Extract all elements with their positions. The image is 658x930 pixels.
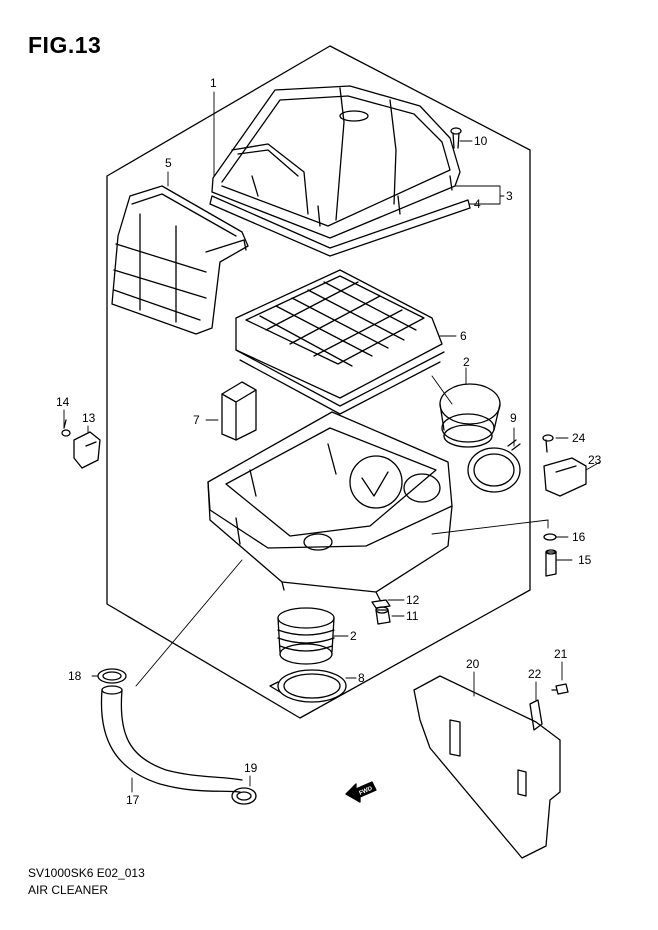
callout-12: 12 — [406, 593, 420, 607]
callout-2-upper: 2 — [463, 355, 470, 369]
screw-part-10 — [450, 127, 462, 149]
callout-4: 4 — [474, 197, 481, 211]
callout-20: 20 — [466, 657, 480, 671]
connector-hose-lower — [277, 607, 335, 665]
callout-5: 5 — [165, 156, 172, 170]
callout-21: 21 — [554, 647, 568, 661]
callout-19: 19 — [244, 761, 258, 775]
callout-10: 10 — [474, 134, 488, 148]
figure-title: FIG.13 — [28, 32, 102, 58]
callout-7: 7 — [193, 413, 200, 427]
foam-block-part-7 — [221, 381, 257, 441]
washer-part-16 — [543, 533, 557, 541]
plug-part-11 — [375, 606, 391, 625]
callout-15: 15 — [578, 553, 592, 567]
callout-22: 22 — [528, 667, 542, 681]
air-cleaner-case — [207, 411, 453, 601]
air-filter-element — [235, 269, 445, 415]
callout-24: 24 — [572, 431, 586, 445]
callout-11: 11 — [406, 609, 419, 623]
clamp-part-19 — [231, 787, 257, 805]
sensor-part-13 — [73, 431, 101, 469]
leader-lines — [63, 91, 601, 793]
assembly-boundary — [106, 45, 531, 719]
callout-3: 3 — [506, 189, 513, 203]
forward-direction-arrow — [345, 781, 377, 803]
callout-23: 23 — [588, 453, 602, 467]
intake-duct — [111, 185, 249, 335]
bolt-part-21 — [551, 683, 569, 695]
callout-9: 9 — [510, 411, 517, 425]
screw-part-24 — [542, 434, 554, 453]
air-cleaner-cap — [211, 85, 461, 239]
fwd-label: FWD — [358, 786, 374, 797]
screw-part-14 — [61, 419, 71, 437]
side-cover-plate — [413, 675, 561, 859]
callout-1: 1 — [210, 76, 217, 90]
callout-14: 14 — [56, 395, 70, 409]
sensor-part-23 — [543, 457, 587, 497]
callout-13: 13 — [82, 411, 96, 425]
section-name: AIR CLEANER — [28, 883, 109, 897]
callout-16: 16 — [572, 530, 586, 544]
callout-2-lower: 2 — [350, 629, 357, 643]
clamp-part-18 — [97, 668, 127, 684]
callout-17: 17 — [126, 793, 140, 807]
callout-labels: 1 10 3 4 5 6 2 7 9 14 13 24 23 16 15 12 … — [56, 76, 602, 807]
clamp-part-8 — [269, 669, 347, 703]
callout-18: 18 — [68, 669, 82, 683]
valve-part-15 — [545, 549, 557, 577]
callout-8: 8 — [358, 671, 365, 685]
connector-hose-upper — [439, 383, 501, 448]
cap-part-12 — [371, 599, 391, 609]
drain-hose — [100, 685, 243, 793]
model-code: SV1000SK6 E02_013 — [28, 866, 145, 880]
clamp-part-9 — [467, 439, 521, 493]
grommet-part-22 — [529, 699, 543, 731]
cap-gasket — [209, 195, 471, 257]
callout-6: 6 — [460, 329, 467, 343]
